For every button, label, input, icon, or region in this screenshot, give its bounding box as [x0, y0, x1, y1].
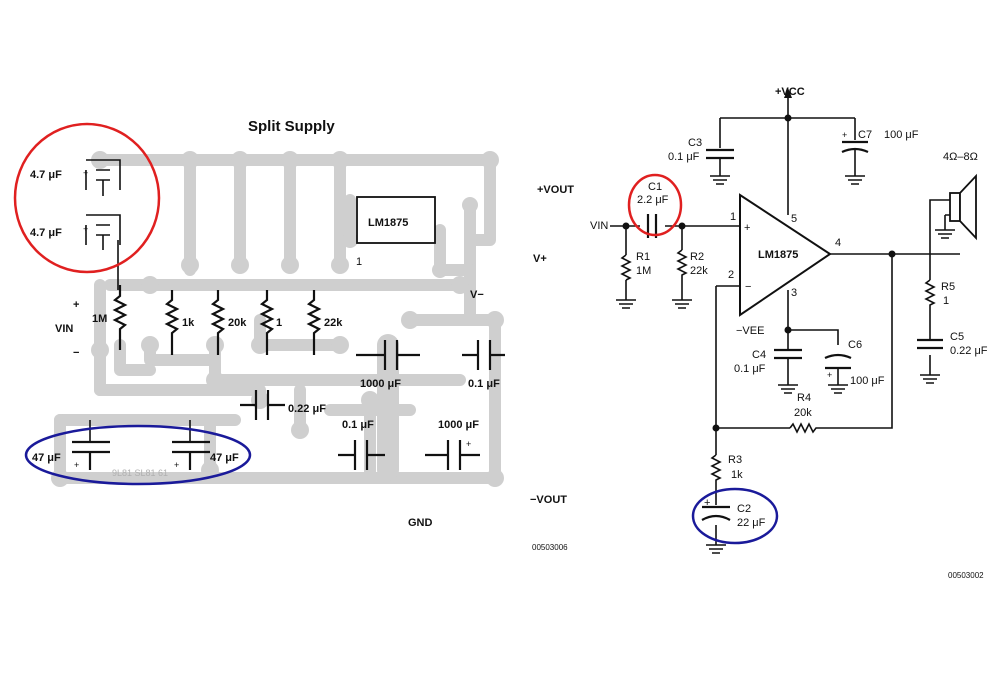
svg-text:+: + — [827, 370, 832, 380]
pcb-vout-pos-label: +VOUT — [537, 184, 574, 196]
c2-value: 22 μF — [737, 517, 766, 529]
pcb-c-1000-b-label: 1000 μF — [438, 419, 479, 431]
c3-label: C3 — [688, 137, 702, 149]
pcb-r-1-label: 1 — [276, 317, 282, 329]
pcb-cap-47u-pair: + + 9L81 SL81 61 — [72, 420, 210, 478]
svg-text:+: + — [704, 497, 710, 509]
schematic-wires — [610, 98, 960, 545]
pcb-traces — [51, 151, 504, 487]
svg-text:+: + — [83, 224, 88, 234]
pcb-c-4u7-bottom-label: 4.7 μF — [30, 227, 62, 239]
pcb-c-0u1-a-label: 0.1 μF — [468, 378, 500, 390]
opamp-plus: + — [744, 222, 750, 234]
r1-value: 1M — [636, 265, 651, 277]
pcb-title: Split Supply — [248, 118, 335, 135]
pin5-label: 5 — [791, 213, 797, 225]
speaker-icon — [949, 173, 977, 241]
pcb-resistors — [112, 285, 322, 355]
speaker-label: 4Ω–8Ω — [943, 151, 978, 163]
pcb-lm1875-label: LM1875 — [368, 217, 408, 229]
pcb-c-47-left-label: 47 μF — [32, 452, 61, 464]
schematic-blue-highlight — [691, 487, 779, 545]
r4-value: 20k — [794, 407, 812, 419]
pin2-label: 2 — [728, 269, 734, 281]
r4-label: R4 — [797, 392, 811, 404]
r2-label: R2 — [690, 251, 704, 263]
svg-text:9L81 SL81 61: 9L81 SL81 61 — [112, 468, 168, 478]
c3-value: 0.1 μF — [668, 151, 700, 163]
pcb-c-0u1-b-label: 0.1 μF — [342, 419, 374, 431]
opamp-label: LM1875 — [758, 249, 798, 261]
pcb-c-1000-a-label: 1000 μF — [360, 378, 401, 390]
pcb-blue-highlight — [24, 424, 252, 486]
schematic-caps — [646, 140, 943, 521]
pcb-vplus-label: V+ — [533, 253, 547, 265]
pcb-gnd-label: GND — [408, 517, 433, 529]
c2-label: C2 — [737, 503, 751, 515]
opamp-triangle — [739, 193, 832, 317]
pcb-r-22k-label: 22k — [324, 317, 343, 329]
vin-label: VIN — [590, 220, 608, 232]
c6-label: C6 — [848, 339, 862, 351]
r2-value: 22k — [690, 265, 708, 277]
pcb-vin-label: VIN — [55, 323, 73, 335]
schematic-junctions — [622, 114, 896, 432]
pcb-pin1-label: 1 — [356, 256, 362, 268]
pcb-c-47-right-label: 47 μF — [210, 452, 239, 464]
pin3-label: 3 — [791, 287, 797, 299]
c1-value: 2.2 μF — [637, 194, 669, 206]
schematic-resistors — [620, 249, 936, 488]
pcb-c-4u7-top-label: 4.7 μF — [30, 169, 62, 181]
vcc-arrow — [784, 88, 792, 98]
c6-value: 100 μF — [850, 375, 885, 387]
c7-label: C7 — [858, 129, 872, 141]
svg-text:+: + — [174, 460, 179, 470]
pcb-r-1m-label: 1M — [92, 313, 107, 325]
pin4-label: 4 — [835, 237, 841, 249]
svg-text:+: + — [466, 439, 471, 449]
schematic: +VCC C3 0.1 μF C7 100 μF + 4Ω–8Ω C1 2.2 … — [590, 86, 988, 580]
svg-text:+: + — [83, 168, 88, 178]
r3-label: R3 — [728, 454, 742, 466]
pcb-caps-middle — [240, 340, 505, 470]
vcc-label: +VCC — [775, 86, 805, 98]
c4-label: C4 — [752, 349, 766, 361]
pcb-red-highlight — [13, 122, 161, 274]
schematic-grounds — [616, 175, 955, 554]
c1-label: C1 — [648, 181, 662, 193]
vee-label: −VEE — [736, 325, 764, 337]
c7-value: 100 μF — [884, 129, 919, 141]
r1-label: R1 — [636, 251, 650, 263]
pcb-vout-neg-label: −VOUT — [530, 494, 567, 506]
pcb-r-1k-label: 1k — [182, 317, 195, 329]
schematic-figure-code: 00503002 — [948, 571, 984, 580]
pcb-r-20k-label: 20k — [228, 317, 247, 329]
svg-text:+: + — [74, 460, 79, 470]
r3-value: 1k — [731, 469, 743, 481]
r5-label: R5 — [941, 281, 955, 293]
c5-label: C5 — [950, 331, 964, 343]
pcb-vin-minus: − — [73, 347, 79, 359]
c5-value: 0.22 μF — [950, 345, 988, 357]
pin1-label: 1 — [730, 211, 736, 223]
r5-value: 1 — [943, 295, 949, 307]
pcb-lm1875-box — [356, 196, 436, 244]
schematic-red-highlight — [627, 173, 683, 237]
pcb-vin-plus: + — [73, 299, 79, 311]
opamp-minus: − — [745, 281, 751, 293]
pcb-c-0u22-label: 0.22 μF — [288, 403, 326, 415]
c4-value: 0.1 μF — [734, 363, 766, 375]
svg-text:+: + — [842, 130, 847, 140]
pcb-figure-code: 00503006 — [532, 543, 568, 552]
pcb-vminus-label: V− — [470, 289, 484, 301]
pcb-layout: Split Supply LM1875 1 + + 4.7 μF 4.7 μF … — [13, 118, 574, 552]
